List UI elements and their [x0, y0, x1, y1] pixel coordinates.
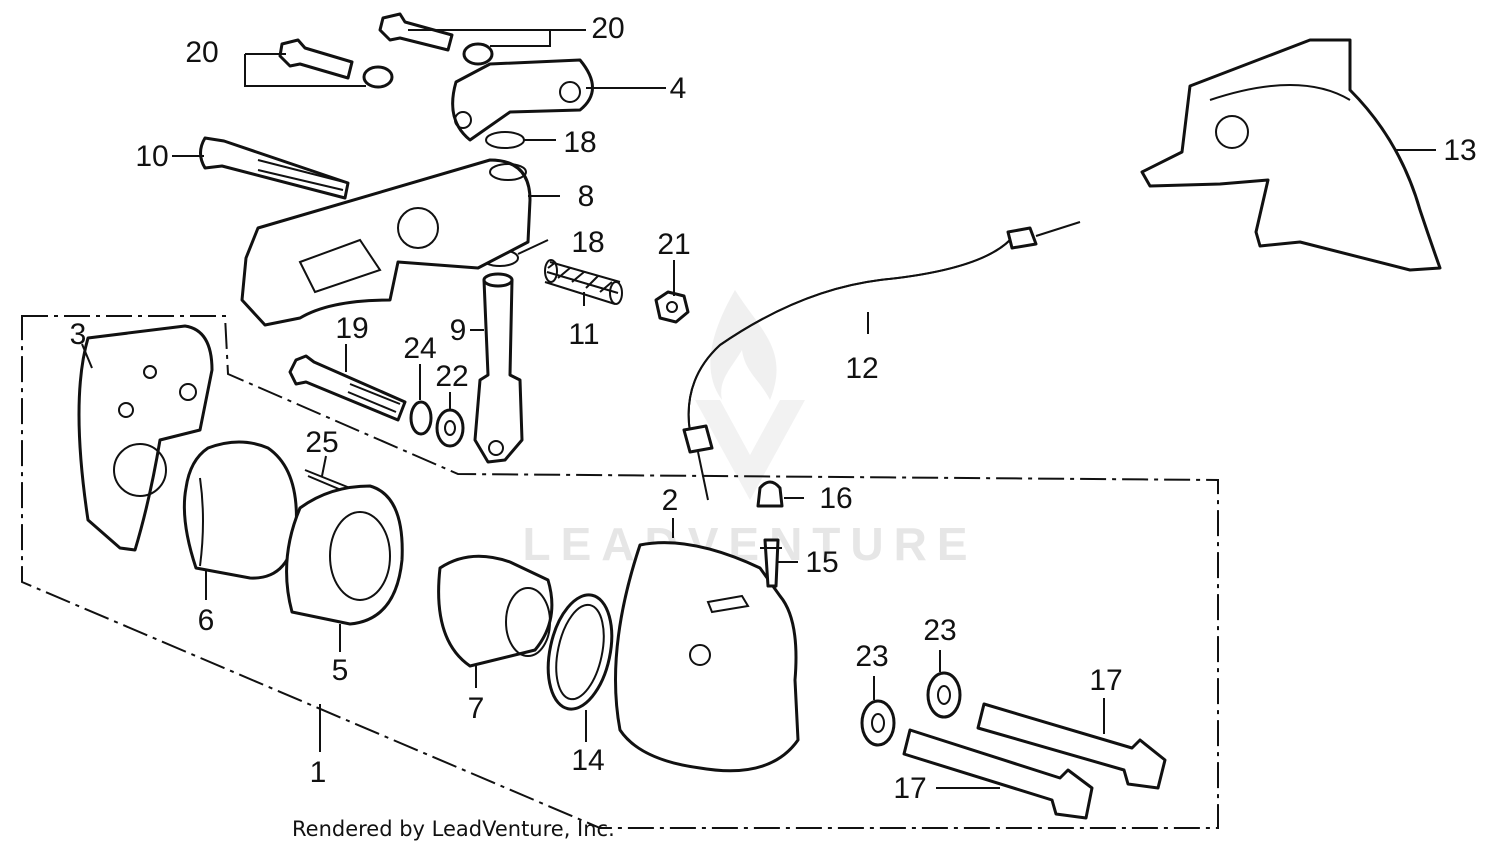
part-11-spring — [544, 259, 623, 305]
part-18-oring-upper — [485, 131, 525, 149]
callout-1: 1 — [310, 756, 327, 789]
callout-19: 19 — [335, 312, 368, 345]
part-14-seal — [546, 593, 614, 711]
callout-labels: 20 20 4 18 10 13 8 18 21 11 9 12 19 24 2… — [70, 12, 1477, 805]
part-9-pin — [473, 272, 524, 464]
part-2-caliper-body — [614, 541, 800, 773]
callout-10: 10 — [135, 140, 168, 173]
part-6-pad — [182, 440, 298, 580]
part-3-plate — [77, 324, 214, 552]
part-15-screw — [760, 538, 782, 588]
part-13-guard — [1140, 38, 1442, 272]
callout-21: 21 — [657, 228, 690, 261]
part-8-holder — [240, 158, 532, 327]
callout-22: 22 — [435, 360, 468, 393]
part-16-cap — [756, 480, 784, 508]
callout-24: 24 — [403, 332, 436, 365]
leadventure-flame-logo — [695, 290, 805, 500]
callout-20-upper: 20 — [591, 12, 624, 45]
callout-8: 8 — [578, 180, 595, 213]
part-4-bracket — [451, 58, 594, 142]
callout-11: 11 — [568, 318, 599, 351]
callout-13: 13 — [1443, 134, 1476, 167]
part-23-washer-left — [860, 699, 896, 747]
leader-lines — [81, 29, 1436, 789]
part-21-nut — [654, 290, 690, 324]
callout-2: 2 — [662, 484, 679, 517]
part-17-bolt-upper — [976, 702, 1167, 790]
callout-17-lower: 17 — [893, 772, 926, 805]
callout-9: 9 — [450, 314, 467, 347]
part-12-cable — [682, 221, 1081, 501]
part-20-bolt-upper — [378, 12, 494, 66]
callout-5: 5 — [332, 654, 349, 687]
part-20-bolt-lower — [278, 38, 394, 89]
callout-12: 12 — [845, 352, 878, 385]
part-5-pad — [285, 484, 404, 626]
callout-4: 4 — [670, 72, 687, 105]
part-24-collar — [409, 400, 433, 436]
callout-3: 3 — [70, 318, 87, 351]
callout-7: 7 — [468, 692, 485, 725]
callout-16: 16 — [819, 482, 852, 515]
part-10-bolt — [199, 136, 350, 200]
footer-credit: Rendered by LeadVenture, Inc. — [292, 817, 615, 841]
part-17-bolt-lower — [902, 728, 1094, 820]
callout-25: 25 — [305, 426, 338, 459]
assembly-1-outline — [21, 315, 1219, 829]
part-23-washer-right — [926, 671, 962, 719]
callout-6: 6 — [198, 604, 215, 637]
callout-17-upper: 17 — [1089, 664, 1122, 697]
part-19-bolt — [288, 354, 407, 422]
part-7-piston — [437, 554, 554, 668]
callout-20-lower: 20 — [185, 36, 218, 69]
callout-18-upper: 18 — [563, 126, 596, 159]
callout-14: 14 — [571, 744, 604, 777]
part-22-washer — [435, 408, 465, 448]
callout-18-lower: 18 — [571, 226, 604, 259]
callout-23-right: 23 — [923, 614, 956, 647]
callout-15: 15 — [805, 546, 838, 579]
callout-23-left: 23 — [855, 640, 888, 673]
